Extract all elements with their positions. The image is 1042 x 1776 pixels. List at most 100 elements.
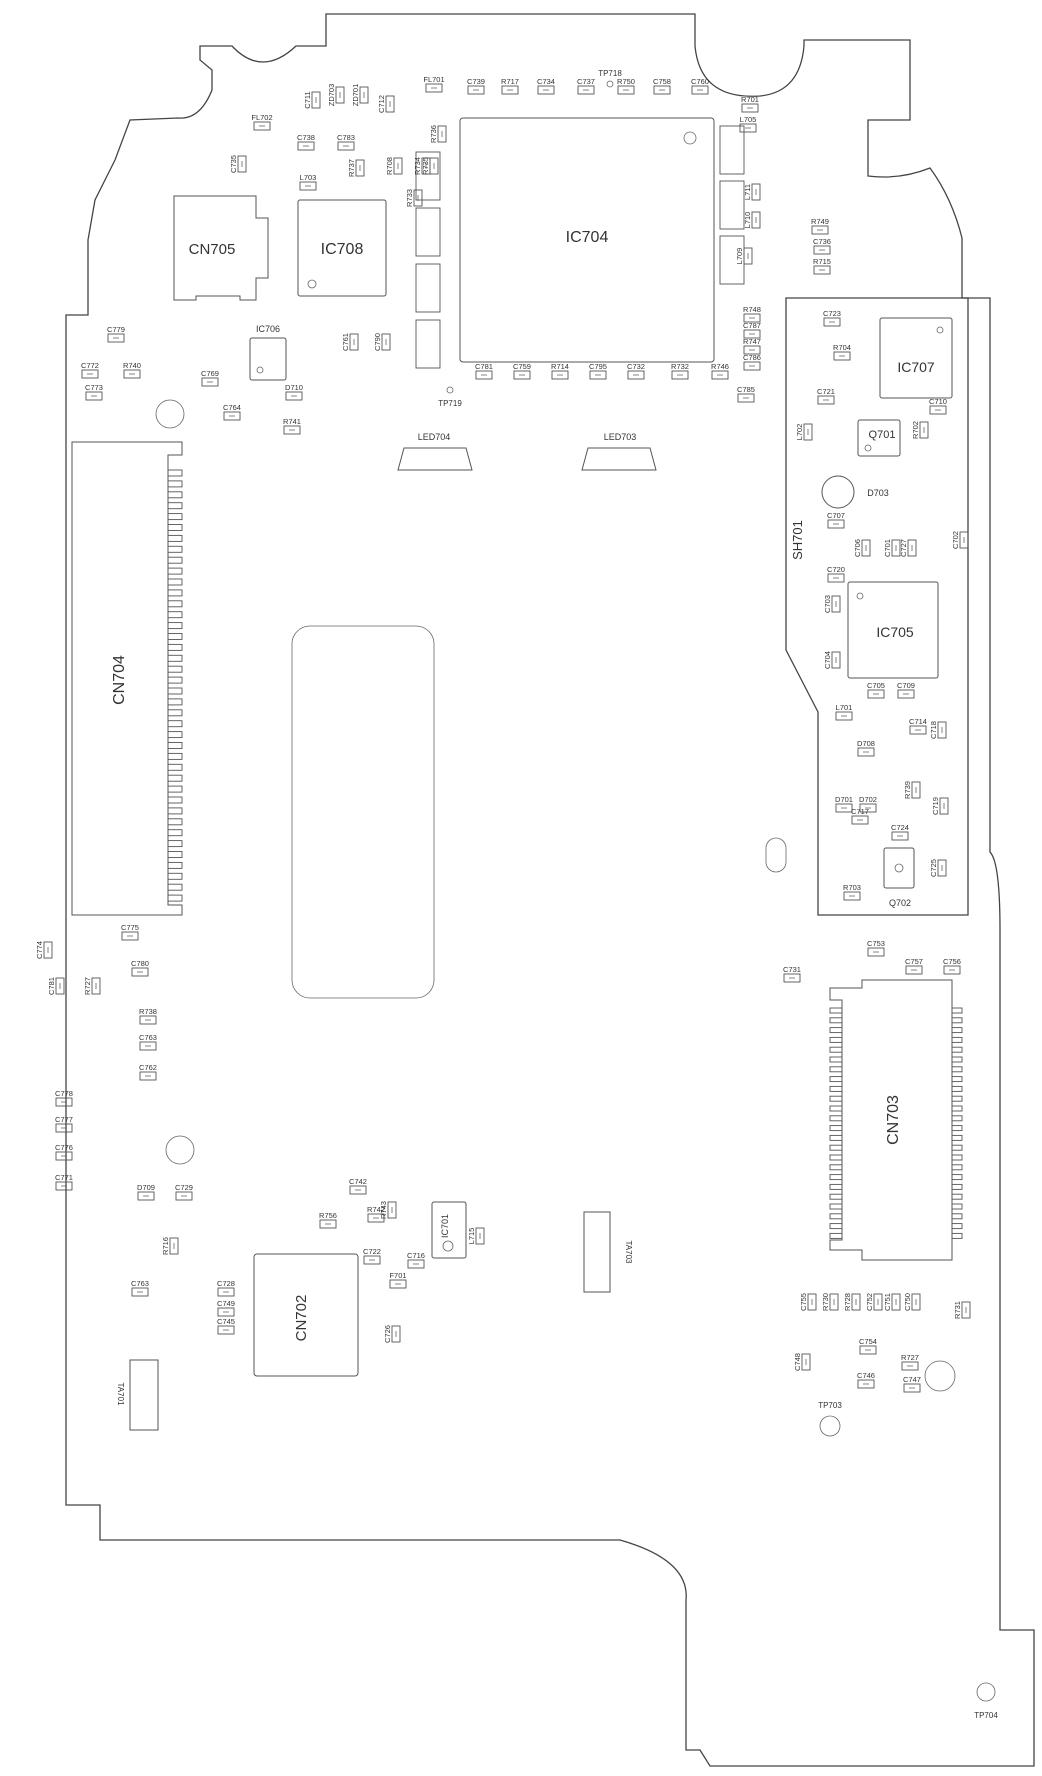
smd-part-c754: C754 bbox=[859, 1337, 877, 1355]
smd-part-c746: C746 bbox=[857, 1371, 875, 1389]
part-label: R702 bbox=[911, 421, 920, 439]
part-label: C710 bbox=[929, 397, 947, 406]
part-label: C764 bbox=[223, 403, 241, 412]
connector-pin bbox=[167, 502, 183, 510]
connector-pin bbox=[829, 1203, 843, 1210]
smd-part-c745: C745 bbox=[217, 1317, 235, 1335]
smd-part-c769: C769 bbox=[201, 369, 219, 387]
part-label: R731 bbox=[953, 1301, 962, 1319]
part-label: FL702 bbox=[251, 113, 272, 122]
smd-part-c755: C755 bbox=[799, 1293, 817, 1311]
smd-part-c734: C734 bbox=[537, 77, 555, 95]
led703: LED703 bbox=[581, 432, 657, 471]
part-label: C746 bbox=[857, 1371, 875, 1380]
part-label: C742 bbox=[349, 1177, 367, 1186]
part-label: C705 bbox=[867, 681, 885, 690]
part-label: R728 bbox=[843, 1293, 852, 1311]
display-window-outline bbox=[291, 625, 435, 999]
part-label: R727 bbox=[901, 1353, 919, 1362]
part-label: C726 bbox=[383, 1325, 392, 1343]
smd-part-c710: C710 bbox=[929, 397, 947, 415]
smd-part-r727: R727 bbox=[83, 977, 101, 995]
connector-pin bbox=[167, 633, 183, 640]
part-label: D708 bbox=[857, 739, 875, 748]
smd-part-r727: R727 bbox=[901, 1353, 919, 1371]
connector-pin bbox=[167, 752, 183, 760]
connector-pin bbox=[829, 1164, 843, 1171]
connector-pin bbox=[829, 1223, 843, 1230]
svg-text:IC704: IC704 bbox=[566, 229, 609, 246]
part-label: C706 bbox=[853, 539, 862, 557]
connector-pin bbox=[951, 1085, 963, 1092]
part-label: C711 bbox=[303, 91, 312, 108]
part-label: C786 bbox=[743, 353, 761, 362]
ic708-chip: IC708 bbox=[297, 199, 387, 297]
part-label: C739 bbox=[467, 77, 485, 86]
part-label: R735 bbox=[421, 157, 430, 175]
part-label: C753 bbox=[867, 939, 885, 948]
smd-part-c714: C714 bbox=[909, 717, 927, 735]
component-block bbox=[415, 263, 441, 313]
part-label: R756 bbox=[319, 1211, 337, 1220]
smd-part-c773: C773 bbox=[85, 383, 103, 401]
part-label: C709 bbox=[897, 681, 915, 690]
smd-part-c756: C756 bbox=[943, 957, 961, 975]
connector-pin bbox=[829, 1027, 843, 1034]
part-label: C754 bbox=[859, 1337, 877, 1346]
smd-part-c747: C747 bbox=[903, 1375, 921, 1393]
smd-part-c731: C731 bbox=[783, 965, 801, 983]
connector-pin bbox=[167, 480, 183, 488]
shield-sh701-outline bbox=[785, 297, 969, 916]
connector-pin bbox=[167, 578, 183, 586]
smd-part-r714: R714 bbox=[551, 362, 569, 380]
connector-pin bbox=[167, 720, 183, 728]
connector-pin bbox=[829, 1095, 843, 1102]
board-outline bbox=[65, 13, 1035, 1767]
connector-pin bbox=[167, 491, 183, 499]
mounting-hole bbox=[924, 1360, 956, 1392]
smd-part-c737: C737 bbox=[577, 77, 595, 95]
smd-part-l702: L702 bbox=[795, 423, 813, 441]
connector-pin bbox=[167, 545, 183, 553]
ic706-chip: IC706 bbox=[249, 324, 287, 381]
oval-hole bbox=[765, 837, 787, 873]
smd-part-c703: C703 bbox=[823, 595, 841, 613]
smd-part-c706: C706 bbox=[853, 539, 871, 557]
smd-part-r737: R737 bbox=[347, 159, 365, 177]
ic705-chip: IC705 bbox=[847, 581, 939, 679]
part-label: D701 bbox=[835, 795, 853, 804]
connector-pin bbox=[829, 1076, 843, 1083]
part-label: C769 bbox=[201, 369, 219, 378]
smd-part-c749: C749 bbox=[217, 1299, 235, 1317]
connector-pin bbox=[829, 1213, 843, 1220]
smd-part-r703: R703 bbox=[843, 883, 861, 901]
smd-part-r749: R749 bbox=[811, 217, 829, 235]
part-label: R715 bbox=[813, 257, 831, 266]
smd-part-l710: L710 bbox=[743, 211, 761, 229]
smd-part-c712: C712 bbox=[377, 95, 395, 113]
smd-part-c757: C757 bbox=[905, 957, 923, 975]
smd-part-d710: D710 bbox=[285, 383, 303, 401]
svg-text:Q702: Q702 bbox=[889, 898, 911, 908]
connector-pin bbox=[951, 1193, 963, 1200]
smd-part-c771: C771 bbox=[55, 1173, 73, 1191]
mounting-hole bbox=[165, 1135, 195, 1165]
connector-pin bbox=[951, 1154, 963, 1161]
connector-pin bbox=[951, 1046, 963, 1053]
smd-part-c778: C778 bbox=[55, 1089, 73, 1107]
smd-part-r702: R702 bbox=[911, 421, 929, 439]
smd-part-r716: R716 bbox=[161, 1237, 179, 1255]
connector-pin bbox=[951, 1056, 963, 1063]
part-label: C722 bbox=[363, 1247, 381, 1256]
smd-part-c723: C723 bbox=[823, 309, 841, 327]
tp704: TP704 bbox=[974, 1682, 998, 1720]
part-label: R732 bbox=[671, 362, 689, 371]
connector-pin bbox=[829, 1007, 843, 1014]
part-label: C736 bbox=[813, 237, 831, 246]
part-label: C773 bbox=[85, 383, 103, 392]
part-label: ZD701 bbox=[351, 84, 360, 107]
part-label: C747 bbox=[903, 1375, 921, 1384]
connector-pin bbox=[951, 1203, 963, 1210]
part-label: R730 bbox=[821, 1293, 830, 1311]
part-label: R748 bbox=[743, 305, 761, 314]
